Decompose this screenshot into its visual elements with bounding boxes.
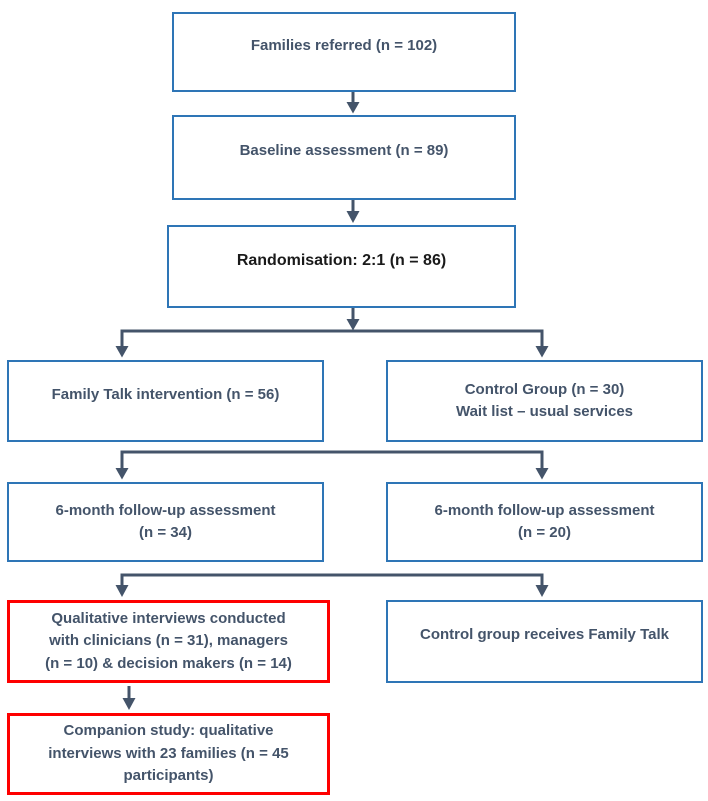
arrow-interviews-to-companion: [122, 686, 136, 710]
arrow-randomisation-to-branch: [346, 308, 360, 331]
arrow-baseline-to-randomisation: [346, 200, 360, 223]
box-qualitative-interviews-label: Qualitative interviews conducted with cl…: [45, 609, 292, 672]
box-randomisation-label: Randomisation: 2:1 (n = 86): [236, 251, 447, 269]
box-followup-control: 6-month follow-up assessment (n = 20): [386, 482, 703, 562]
box-followup-intervention: 6-month follow-up assessment (n = 34): [7, 482, 324, 562]
box-qualitative-interviews: Qualitative interviews conducted with cl…: [7, 600, 330, 683]
box-family-talk-intervention: Family Talk intervention (n = 56): [7, 360, 324, 442]
box-families-referred: Families referred (n = 102): [172, 12, 516, 92]
box-control-group-label: Control Group (n = 30) Wait list – usual…: [455, 380, 634, 421]
box-followup-intervention-label: 6-month follow-up assessment (n = 34): [55, 501, 276, 542]
box-companion-study-label: Companion study: qualitative interviews …: [48, 722, 289, 785]
branch-randomisation-split: [115, 329, 549, 358]
box-baseline-assessment: Baseline assessment (n = 89): [172, 115, 516, 200]
box-baseline-assessment-label: Baseline assessment (n = 89): [239, 142, 449, 160]
branch-to-followup-row: [115, 450, 549, 480]
branch-to-final-row: [115, 573, 549, 597]
box-randomisation: Randomisation: 2:1 (n = 86): [167, 225, 516, 308]
box-followup-control-label: 6-month follow-up assessment (n = 20): [434, 501, 655, 542]
box-family-talk-intervention-label: Family Talk intervention (n = 56): [51, 385, 280, 403]
box-control-group: Control Group (n = 30) Wait list – usual…: [386, 360, 703, 442]
box-companion-study: Companion study: qualitative interviews …: [7, 713, 330, 795]
box-families-referred-label: Families referred (n = 102): [250, 36, 438, 54]
box-control-receives-family-talk: Control group receives Family Talk: [386, 600, 703, 683]
arrow-referred-to-baseline: [346, 92, 360, 114]
box-control-receives-family-talk-label: Control group receives Family Talk: [420, 626, 669, 644]
